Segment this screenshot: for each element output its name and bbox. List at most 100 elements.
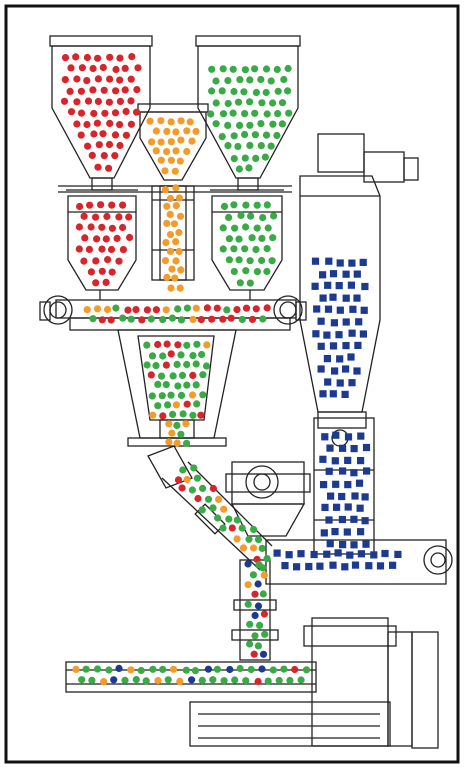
orange-particle [100,678,108,686]
orange-particle [177,136,185,144]
green-particle [223,306,231,314]
orange-particle [167,156,175,164]
red-particle [133,108,141,116]
blue-particle [336,355,344,363]
blue-particle [319,294,327,302]
red-particle [154,340,162,349]
green-particle [259,590,267,598]
red-particle [213,304,221,312]
blue-particle [347,281,355,289]
green-particle [190,464,198,472]
green-particle [229,109,237,117]
green-particle [263,555,271,563]
orange-particle [183,147,191,156]
green-particle [198,350,206,359]
hopper-left [49,35,153,191]
green-particle [242,223,250,231]
green-particle [269,666,277,674]
green-particle [154,402,162,410]
green-particle [259,315,267,323]
red-particle [81,234,89,242]
green-particle [148,352,157,360]
red-particle [83,77,91,85]
blue-particle [353,294,361,302]
orange-particle [183,127,191,135]
green-particle [284,64,292,73]
blue-particle [350,541,358,549]
blue-particle [350,445,358,453]
orange-particle [176,284,184,292]
blue-particle [336,259,344,267]
orange-particle [166,231,175,239]
green-particle [262,131,271,139]
orange-particle [167,118,175,126]
red-particle [115,213,123,221]
green-particle [285,109,293,117]
blue-particle [344,433,353,441]
orange-particle [157,117,165,125]
green-particle [177,430,185,438]
blue-particle [357,457,365,465]
green-particle [235,235,243,243]
orange-particle [183,475,191,484]
green-particle [242,267,250,275]
red-particle [167,350,175,358]
green-particle [219,110,228,118]
red-particle [97,201,105,209]
blue-particle [329,390,337,398]
dosing-unit-left [66,189,138,291]
orange-particle [176,157,184,165]
blue-particle [342,342,350,350]
green-particle [183,439,191,447]
blue-particle [281,562,289,570]
red-particle [61,54,70,62]
orange-particle [172,257,180,265]
green-particle [238,524,246,532]
orange-particle [149,411,157,419]
red-particle [89,64,97,73]
orange-particle [220,505,228,513]
red-particle [174,476,183,484]
blue-particle [362,540,370,548]
red-particle [80,212,88,220]
blue-particle [344,456,352,464]
green-particle [231,224,239,232]
orange-particle [168,265,176,273]
blue-particle [363,467,371,475]
green-particle [255,561,263,569]
red-particle [73,98,81,106]
red-particle [85,245,93,253]
red-particle [108,224,116,232]
orange-particle [172,238,180,246]
blue-particle [355,479,364,487]
extruder-motor [303,617,439,749]
green-particle [261,153,269,161]
green-particle [269,99,277,107]
green-particle [257,120,265,128]
orange-particle [172,202,180,210]
orange-particle [249,544,258,552]
blue-particle [254,602,263,610]
blue-particle [319,455,327,463]
blue-particle [324,281,332,289]
orange-particle [157,138,165,146]
blue-particle [359,258,367,266]
red-particle [233,306,241,314]
green-particle [270,212,278,220]
green-particle [241,245,249,253]
blue-particle [351,561,360,569]
orange-particle [163,202,171,210]
green-particle [284,87,292,95]
orange-particle [175,194,183,202]
red-particle [115,257,123,265]
green-particle [183,381,191,389]
orange-particle [192,127,200,135]
red-particle [92,279,100,287]
green-particle [213,665,221,673]
green-particle [269,234,277,242]
blue-particle [341,563,349,571]
red-particle [250,650,258,658]
green-particle [105,666,113,674]
red-particle [95,141,103,149]
orange-particle [165,438,173,446]
